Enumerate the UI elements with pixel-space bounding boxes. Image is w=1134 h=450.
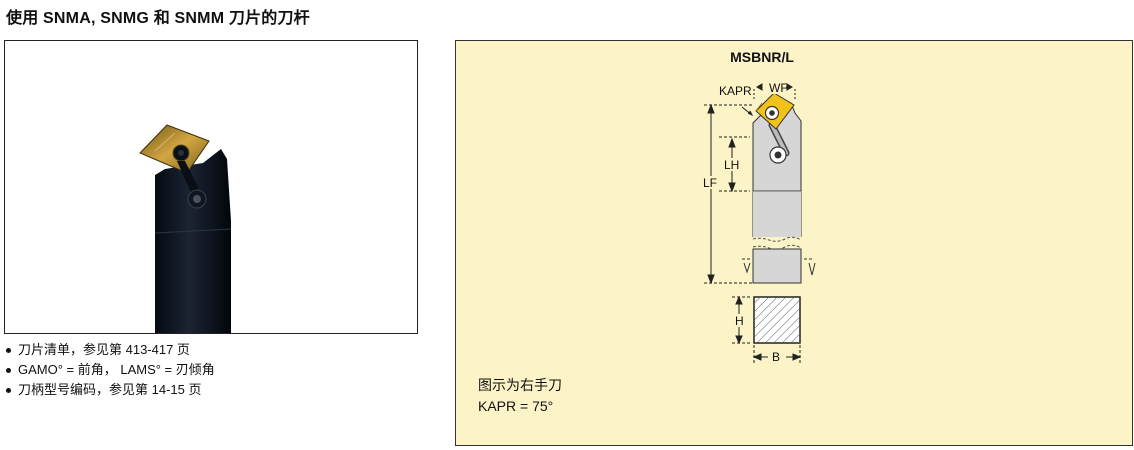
cross-section-view bbox=[732, 295, 802, 363]
technical-drawing: KAPR WF LH LF H B bbox=[703, 81, 816, 364]
drawing-caption: 图示为右手刀 KAPR = 75° bbox=[478, 375, 562, 417]
dim-lh-label: LH bbox=[724, 158, 739, 172]
page-title: 使用 SNMA, SNMG 和 SNMM 刀片的刀杆 bbox=[6, 10, 310, 27]
note-item: GAMO° = 前角， LAMS° = 刃倾角 bbox=[6, 360, 215, 380]
model-title: MSBNR/L bbox=[730, 49, 794, 65]
dim-h-label: H bbox=[735, 314, 744, 328]
dim-wf-label: WF bbox=[769, 81, 788, 95]
bullet-icon bbox=[6, 387, 11, 393]
dim-b-label: B bbox=[772, 350, 780, 364]
holder-top-view bbox=[742, 92, 816, 284]
bullet-icon bbox=[6, 367, 11, 373]
note-item: 刀片清单，参见第 413-417 页 bbox=[6, 340, 215, 360]
caption-right-hand: 图示为右手刀 bbox=[478, 377, 562, 393]
bullet-icon bbox=[6, 347, 11, 353]
dim-lf-label: LF bbox=[703, 176, 717, 190]
tool-holder-photo bbox=[139, 124, 232, 333]
product-photo bbox=[4, 40, 418, 334]
dimension-lines bbox=[704, 83, 796, 285]
drawing-panel: MSBNR/L bbox=[455, 40, 1133, 446]
dim-kapr-label: KAPR bbox=[719, 84, 752, 98]
caption-kapr-value: KAPR = 75° bbox=[478, 398, 554, 414]
note-item: 刀柄型号编码，参见第 14-15 页 bbox=[6, 380, 215, 400]
notes-list: 刀片清单，参见第 413-417 页 GAMO° = 前角， LAMS° = 刃… bbox=[6, 340, 215, 400]
